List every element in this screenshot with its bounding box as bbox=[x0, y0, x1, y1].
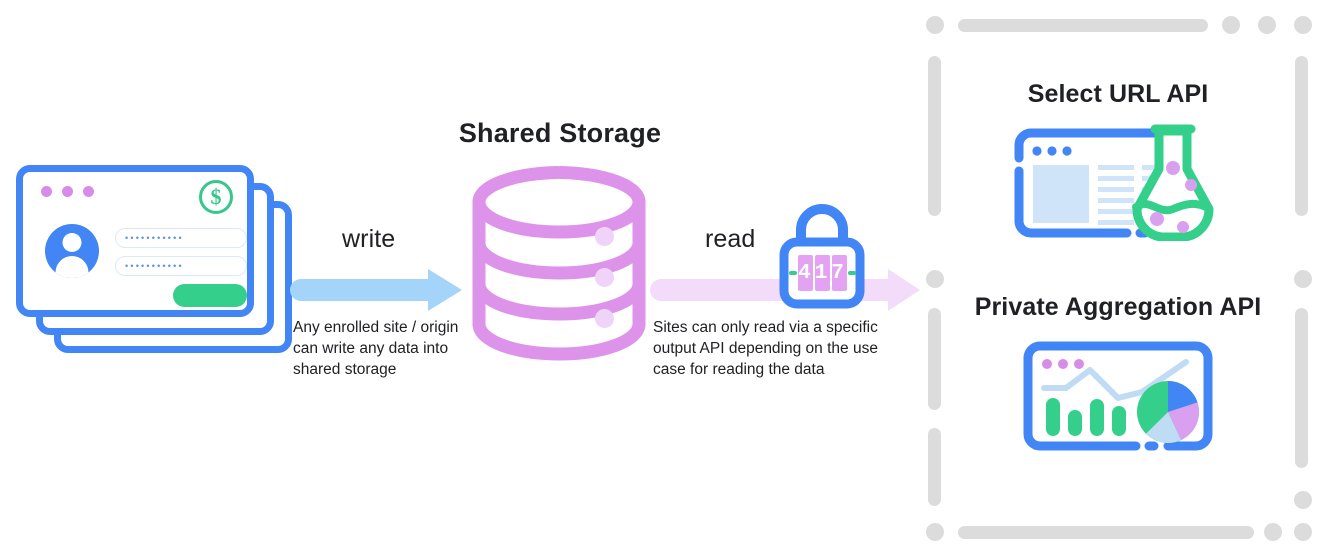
border-dash bbox=[928, 428, 941, 506]
border-dash bbox=[1264, 523, 1282, 541]
database-cylinder-icon bbox=[469, 165, 649, 361]
border-dash bbox=[1294, 16, 1312, 34]
api-card-private-aggregation[interactable]: Private Aggregation API bbox=[916, 293, 1320, 460]
read-caption: Sites can only read via a specific outpu… bbox=[653, 319, 878, 378]
read-flow-group: read bbox=[650, 204, 935, 405]
border-dash bbox=[928, 56, 941, 216]
browser-window-front: $ ••••••••••• ••••••••••• bbox=[16, 165, 254, 317]
api-card-title: Select URL API bbox=[1027, 80, 1209, 108]
storage-layer-dot-3 bbox=[595, 309, 614, 328]
border-dash bbox=[958, 526, 1254, 539]
submit-button[interactable] bbox=[173, 284, 247, 307]
write-flow-group: write Any enrolled site / origin can wri… bbox=[290, 225, 462, 400]
border-dash bbox=[928, 308, 941, 410]
border-dash bbox=[1295, 308, 1308, 468]
write-label: write bbox=[342, 225, 396, 253]
password-field[interactable]: ••••••••••• bbox=[115, 256, 247, 276]
read-label: read bbox=[705, 225, 756, 253]
shared-storage-group: Shared Storage bbox=[440, 118, 680, 368]
api-card-title: Private Aggregation API bbox=[974, 293, 1262, 321]
dollar-circle-icon: $ bbox=[199, 180, 233, 214]
border-dash bbox=[926, 16, 944, 34]
shared-storage-title: Shared Storage bbox=[458, 118, 662, 148]
border-dash bbox=[926, 523, 944, 541]
border-dash bbox=[1294, 523, 1312, 541]
border-dash bbox=[926, 270, 944, 288]
username-field[interactable]: ••••••••••• bbox=[115, 228, 247, 248]
border-dash bbox=[958, 19, 1208, 32]
window-traffic-dots-icon bbox=[41, 186, 94, 197]
storage-layer-dot-2 bbox=[595, 268, 614, 287]
border-dash bbox=[1294, 491, 1312, 509]
api-card-select-url[interactable]: Select URL API bbox=[916, 80, 1320, 241]
browser-window-with-flask-icon bbox=[916, 123, 1320, 241]
browser-window-with-charts-icon bbox=[916, 336, 1320, 460]
source-sites-illustration: $ ••••••••••• ••••••••••• bbox=[14, 165, 294, 360]
write-arrow-icon bbox=[290, 269, 462, 311]
border-dash bbox=[1222, 16, 1240, 34]
combination-padlock-icon: 4 1 7 bbox=[770, 197, 874, 309]
border-dash bbox=[1295, 56, 1308, 216]
storage-layer-dot-1 bbox=[595, 227, 614, 246]
border-dash bbox=[1258, 16, 1276, 34]
border-dash bbox=[1294, 270, 1312, 288]
output-api-panel: Select URL API bbox=[916, 8, 1320, 546]
write-caption: Any enrolled site / origin can write any… bbox=[293, 319, 459, 378]
user-avatar-icon bbox=[45, 224, 99, 278]
